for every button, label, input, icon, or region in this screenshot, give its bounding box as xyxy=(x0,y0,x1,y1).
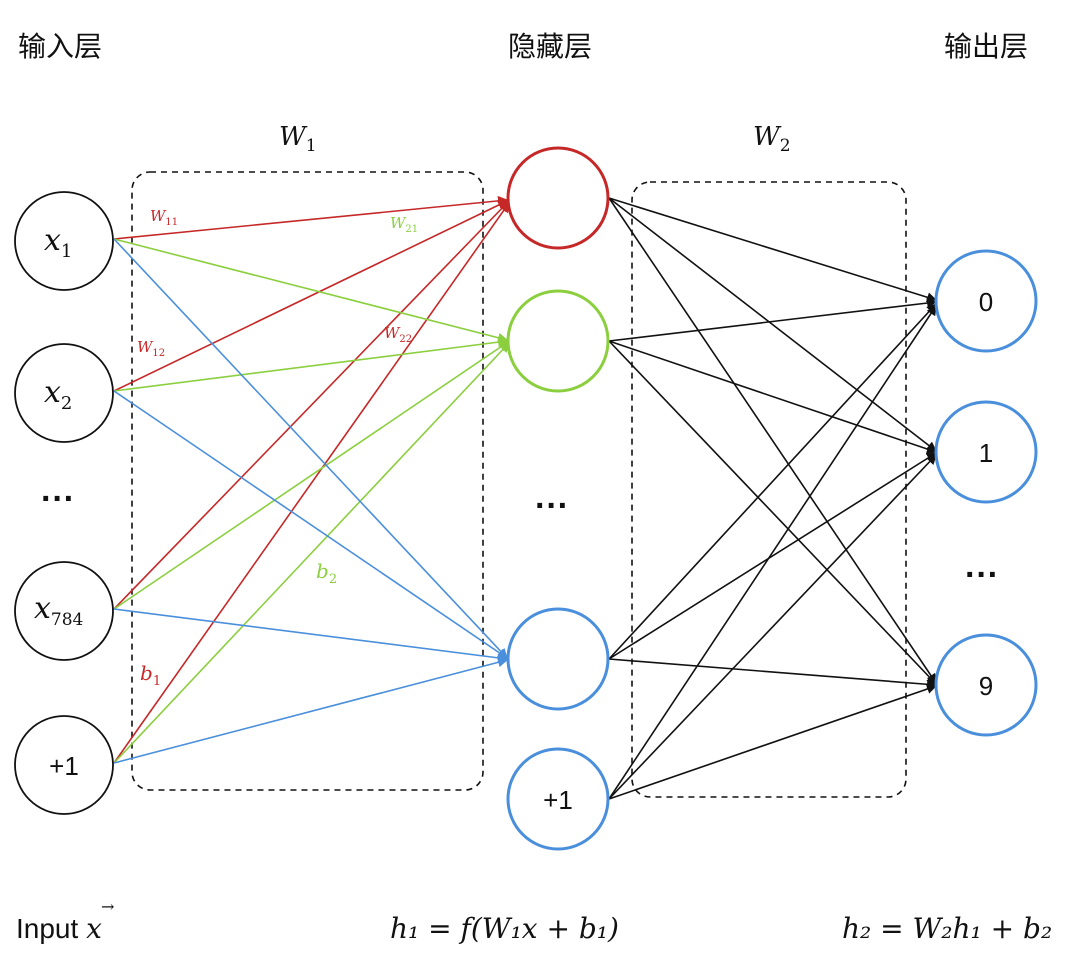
w1-edges xyxy=(113,195,510,764)
edge-bias-hn xyxy=(113,657,508,764)
w1-weight-box xyxy=(131,171,484,791)
edge-hbias-o0 xyxy=(608,305,937,800)
edge-x1-h1 xyxy=(113,195,508,240)
edge-x784-h2 xyxy=(113,341,509,610)
input-ellipsis: ··· xyxy=(41,480,75,518)
input-formula: Input x → xyxy=(16,897,114,945)
edge-bias-h2 xyxy=(113,342,510,764)
svg-text:x1: x1 xyxy=(44,223,72,262)
svg-text:0: 0 xyxy=(979,287,993,317)
svg-text:x2: x2 xyxy=(44,375,72,414)
input-bias-node: +1 xyxy=(14,715,114,815)
edge-hbias-o1 xyxy=(608,454,937,800)
edge-h1-o9 xyxy=(608,197,937,684)
edge-x2-h1 xyxy=(113,200,508,392)
output-ellipsis: ··· xyxy=(965,556,999,594)
edge-hn-o1 xyxy=(608,452,937,660)
hidden-node-n xyxy=(506,607,610,711)
edge-h2-o9 xyxy=(608,340,937,685)
edge-h1-o0 xyxy=(608,197,937,303)
hidden-layer-title: 隐藏层 xyxy=(508,30,592,63)
edge-label-w22: W22 xyxy=(384,324,412,345)
svg-text:+1: +1 xyxy=(49,751,79,781)
svg-text:x784: x784 xyxy=(34,591,83,630)
vector-arrow-icon: → xyxy=(101,897,114,916)
hidden-formula: h₁ = f(W₁x + b₁) xyxy=(390,912,619,945)
hidden-ellipsis: ··· xyxy=(535,487,569,525)
edge-label-w21: W21 xyxy=(390,214,418,235)
edge-label-w11: W11 xyxy=(150,207,178,228)
svg-text:+1: +1 xyxy=(543,785,573,815)
edge-h2-o1 xyxy=(608,340,937,454)
output-node-0: 0 xyxy=(934,249,1038,353)
output-node-9: 9 xyxy=(934,633,1038,737)
output-formula: h₂ = W₂h₁ + b₂ xyxy=(842,912,1052,945)
svg-text:1: 1 xyxy=(979,438,993,468)
input-node-x1: x1 xyxy=(14,191,114,291)
output-layer-title: 输出层 xyxy=(944,30,1028,63)
edge-h1-o1 xyxy=(608,197,937,452)
w2-edges xyxy=(608,197,937,800)
input-node-x2: x2 xyxy=(14,343,114,443)
input-layer-title: 输入层 xyxy=(18,30,102,63)
edge-x1-hn xyxy=(113,238,508,659)
svg-text:Input x: Input x xyxy=(16,912,102,945)
edge-hn-o9 xyxy=(608,658,937,690)
edge-x2-hn xyxy=(113,390,508,659)
edge-label-b1: b1 xyxy=(140,661,161,689)
svg-text:9: 9 xyxy=(979,671,993,701)
edge-label-b2: b2 xyxy=(316,559,337,587)
edge-h2-o0 xyxy=(608,298,937,342)
hidden-bias-node: +1 xyxy=(506,747,610,851)
hidden-node-1 xyxy=(506,146,610,250)
edge-x2-h2 xyxy=(113,337,508,392)
edge-hn-o0 xyxy=(608,303,937,660)
edge-bias-h1 xyxy=(113,202,510,764)
edge-x1-h2 xyxy=(113,238,508,343)
w2-weight-box xyxy=(631,181,907,798)
hidden-node-2 xyxy=(506,289,610,393)
w2-label: W2 xyxy=(753,122,791,156)
output-node-1: 1 xyxy=(934,400,1038,504)
edge-label-w12: W12 xyxy=(137,338,165,359)
edge-hbias-o9 xyxy=(608,684,937,800)
w1-label: W1 xyxy=(279,122,317,156)
edge-x784-h1 xyxy=(113,201,509,610)
input-node-x784: x784 xyxy=(14,561,114,661)
edge-x784-hn xyxy=(113,608,508,663)
